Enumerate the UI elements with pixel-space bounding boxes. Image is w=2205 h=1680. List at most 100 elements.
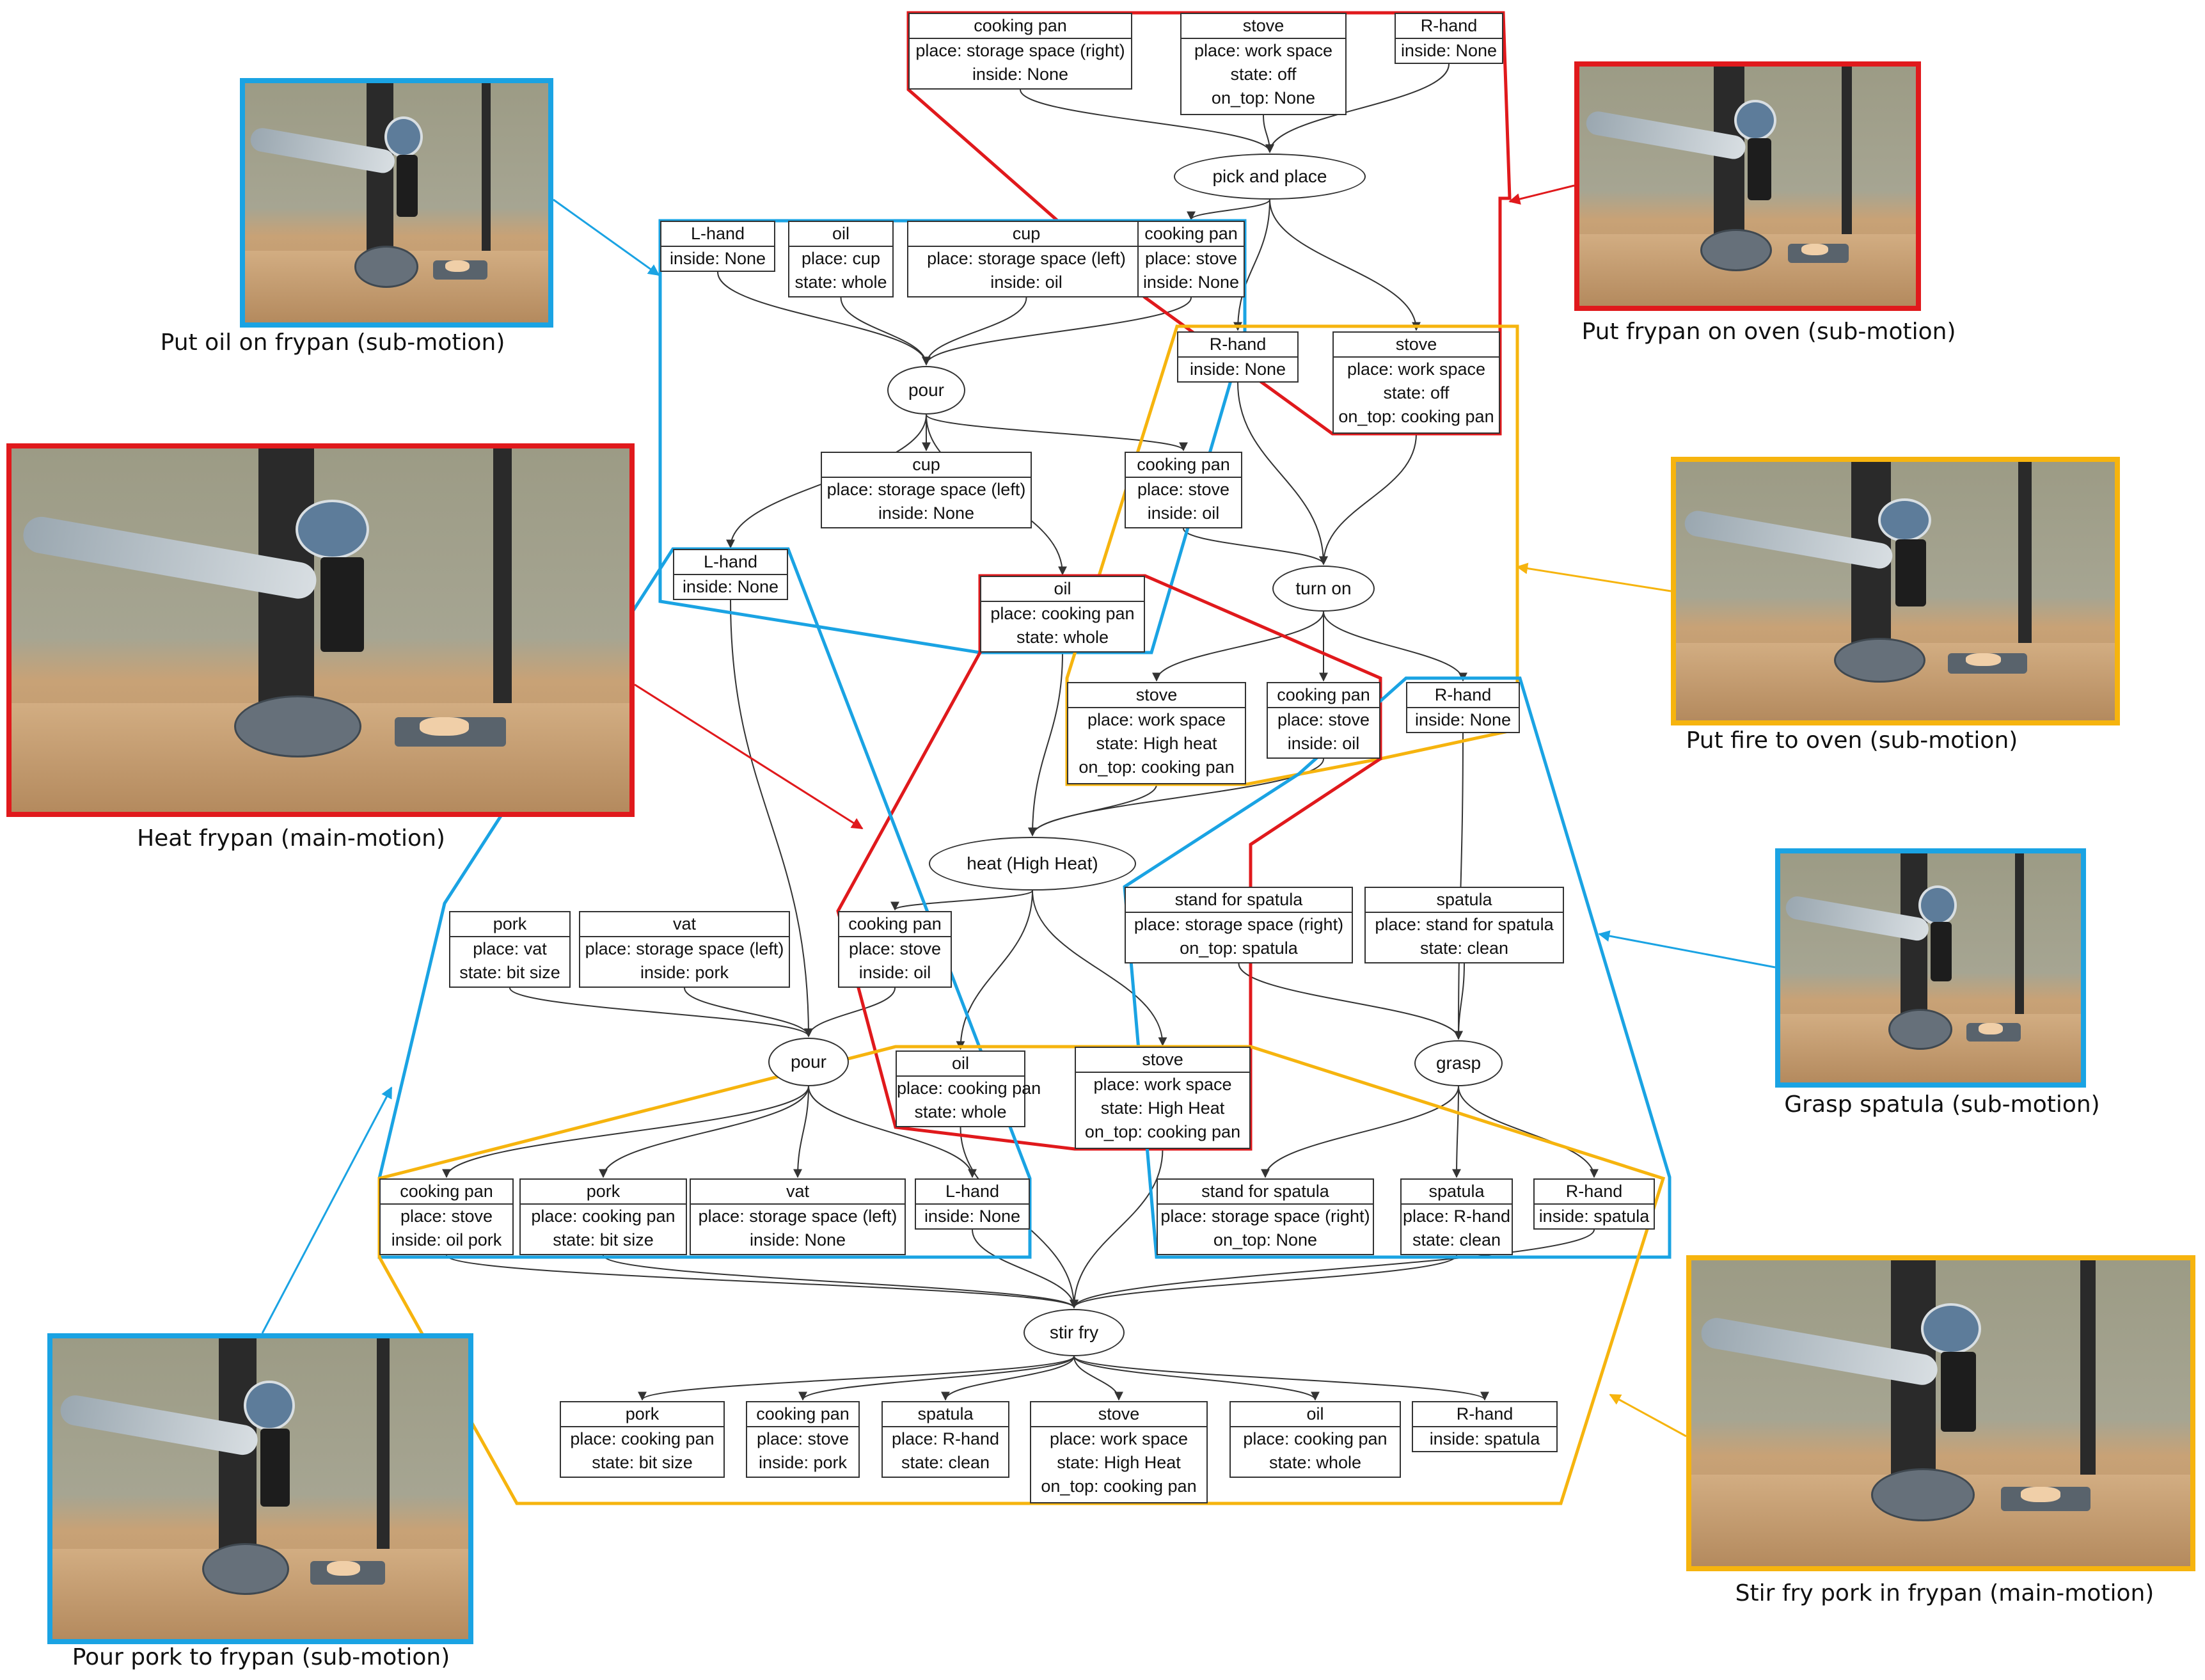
robot-photo-oil bbox=[240, 78, 553, 328]
state-node-attribute: state: whole bbox=[1268, 1453, 1362, 1472]
state-node-title: spatula bbox=[1402, 1180, 1512, 1205]
edge-n27-to-a-stir bbox=[972, 1229, 1079, 1309]
pointer-arrow-fire bbox=[1516, 562, 1672, 592]
state-node-n8: R-hand inside: None bbox=[1177, 331, 1299, 383]
edge-n20-to-a-grasp bbox=[1238, 963, 1463, 1040]
state-node-attribute: on_top: None bbox=[1211, 88, 1316, 107]
photo-caption-stir: Stir fry pork in frypan (main-motion) bbox=[1735, 1580, 2154, 1606]
robot-joint-graphic bbox=[1877, 498, 1931, 543]
edge-n14-to-a-heat bbox=[1028, 784, 1157, 837]
gripper-graphic bbox=[1931, 922, 1952, 982]
state-node-attribute: place: stove bbox=[1137, 480, 1230, 499]
state-node-attribute: on_top: cooking pan bbox=[1041, 1477, 1197, 1496]
state-node-title: R-hand bbox=[1535, 1180, 1654, 1205]
frypan-graphic bbox=[1833, 637, 1926, 683]
edge-n9-to-a-turn bbox=[1319, 433, 1417, 566]
gripper-graphic bbox=[320, 557, 364, 653]
action-node-pour1: pour bbox=[887, 366, 965, 415]
gripper-graphic bbox=[397, 155, 418, 218]
state-node-attribute: inside: oil bbox=[1287, 734, 1360, 753]
state-node-title: L-hand bbox=[674, 550, 787, 575]
action-node-heat: heat (High Heat) bbox=[929, 837, 1136, 891]
action-node-stir: stir fry bbox=[1023, 1309, 1125, 1356]
food-graphic bbox=[1965, 653, 2001, 667]
state-node-attribute: place: storage space (left) bbox=[927, 249, 1126, 268]
state-node-title: stove bbox=[1182, 14, 1345, 39]
edge-a-pour1-to-n11 bbox=[926, 414, 1188, 452]
state-node-title: R-hand bbox=[1413, 1402, 1556, 1427]
food-graphic bbox=[419, 717, 469, 736]
state-node-attribute: inside: None bbox=[1414, 710, 1512, 729]
food-graphic bbox=[1801, 243, 1829, 256]
edge-a-turn-to-n14 bbox=[1152, 611, 1324, 682]
state-node-attribute: place: stove bbox=[848, 939, 942, 958]
state-node-attribute: place: cooking pan bbox=[1243, 1429, 1387, 1448]
state-node-attribute: place: stove bbox=[400, 1207, 493, 1226]
state-node-attribute: state: off bbox=[1230, 65, 1297, 84]
frypan-graphic bbox=[233, 695, 361, 758]
state-node-attribute: state: bit size bbox=[459, 963, 560, 982]
state-node-attribute: place: stove bbox=[1144, 249, 1238, 268]
state-node-n30: R-hand inside: spatula bbox=[1533, 1178, 1655, 1230]
state-node-attribute: inside: None bbox=[972, 65, 1069, 84]
frypan-graphic bbox=[202, 1542, 289, 1595]
state-node-title: cooking pan bbox=[381, 1180, 512, 1205]
state-node-attribute: inside: spatula bbox=[1538, 1207, 1650, 1226]
edge-n6-to-a-pour1 bbox=[922, 297, 1027, 366]
food-graphic bbox=[2020, 1486, 2061, 1502]
state-node-attribute: place: storage space (left) bbox=[585, 939, 784, 958]
edge-n13-to-a-heat bbox=[1028, 652, 1063, 837]
state-node-attribute: place: work space bbox=[1194, 41, 1333, 60]
state-node-title: R-hand bbox=[1178, 333, 1297, 358]
state-node-title: cooking pan bbox=[747, 1402, 858, 1427]
state-node-attribute: place: vat bbox=[473, 939, 547, 958]
pointer-arrow-spatula bbox=[1598, 930, 1776, 969]
state-node-title: stove bbox=[1334, 333, 1499, 358]
state-node-attribute: inside: None bbox=[1142, 273, 1240, 292]
edge-a-grasp-to-n28 bbox=[1261, 1086, 1459, 1178]
state-node-attribute: place: cooking pan bbox=[897, 1079, 1041, 1098]
edge-a-pour2-to-n25 bbox=[599, 1086, 809, 1178]
pole-graphic bbox=[377, 1338, 390, 1549]
state-node-attribute: inside: None bbox=[878, 503, 975, 523]
robot-photo-pan bbox=[1574, 61, 1921, 311]
state-node-attribute: inside: pork bbox=[640, 963, 729, 982]
robot-photo-spatula bbox=[1775, 848, 2086, 1088]
state-node-attribute: state: clean bbox=[1419, 939, 1509, 958]
state-node-attribute: inside: None bbox=[924, 1207, 1021, 1226]
state-node-title: spatula bbox=[883, 1402, 1008, 1427]
edge-n4-to-a-pour1 bbox=[717, 271, 931, 366]
state-node-attribute: inside: None bbox=[669, 249, 766, 268]
action-node-grasp: grasp bbox=[1414, 1040, 1503, 1086]
state-node-title: cooking pan bbox=[839, 912, 951, 937]
state-node-attribute: state: High Heat bbox=[1100, 1098, 1225, 1118]
state-node-attribute: place: storage space (right) bbox=[1160, 1207, 1370, 1226]
group-outline-heat bbox=[836, 574, 1382, 1151]
photo-caption-heat: Heat frypan (main-motion) bbox=[137, 825, 445, 852]
edge-n12-to-a-pour2 bbox=[730, 599, 813, 1038]
edge-a-pour2-to-n27 bbox=[808, 1086, 977, 1178]
food-graphic bbox=[327, 1560, 360, 1576]
state-node-attribute: place: work space bbox=[1093, 1075, 1232, 1094]
gripper-graphic bbox=[260, 1429, 290, 1507]
edge-a-stir-to-n34 bbox=[1073, 1356, 1123, 1401]
edge-n16-to-a-grasp bbox=[1454, 733, 1464, 1040]
robot-joint-graphic bbox=[384, 116, 423, 158]
edge-n24-to-a-stir bbox=[446, 1255, 1079, 1309]
state-node-attribute: place: work space bbox=[1347, 360, 1486, 379]
state-node-n17: pork place: vat state: bit size bbox=[449, 911, 571, 988]
edge-a-grasp-to-n29 bbox=[1452, 1086, 1462, 1178]
state-node-attribute: place: storage space (right) bbox=[915, 41, 1125, 60]
edge-n19-to-a-pour2 bbox=[804, 987, 896, 1038]
state-node-attribute: state: clean bbox=[901, 1453, 990, 1472]
state-node-title: pork bbox=[450, 912, 569, 937]
state-node-attribute: inside: None bbox=[1189, 360, 1286, 379]
pole-graphic bbox=[481, 83, 491, 251]
state-node-attribute: state: clean bbox=[1412, 1230, 1501, 1249]
